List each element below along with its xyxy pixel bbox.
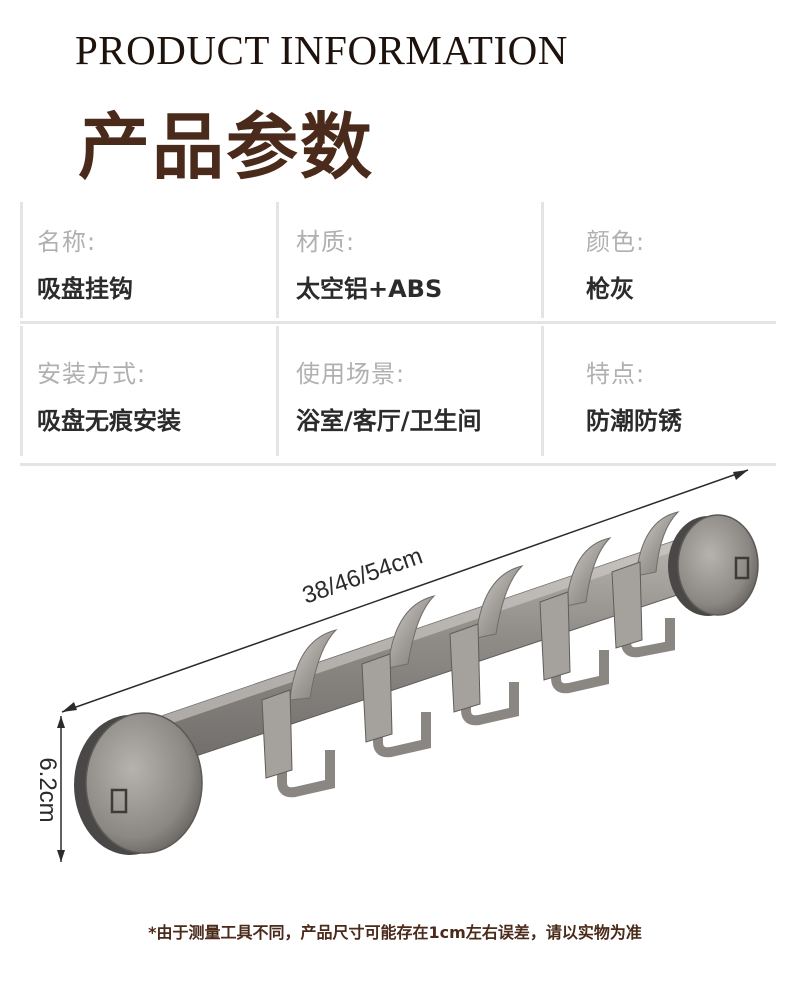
rail-highlight <box>150 532 702 730</box>
hook-4 <box>539 537 612 694</box>
title-en: PRODUCT INFORMATION <box>75 27 568 73</box>
spec-value: 防潮防锈 <box>586 407 682 435</box>
product-illustration: 38/46/54cm 6.2cm <box>34 469 759 862</box>
footnote: *由于测量工具不同，产品尺寸可能存在1cm左右误差，请以实物为准 <box>148 923 642 942</box>
spec-value: 枪灰 <box>586 275 634 303</box>
height-dimension: 6.2cm <box>34 716 65 862</box>
spec-cell-feature: 特点: 防潮防锈 <box>586 354 682 436</box>
spec-label: 名称: <box>37 228 97 256</box>
suction-cup-right <box>668 514 759 616</box>
hook-3 <box>449 565 524 726</box>
spec-cell-color: 颜色: 枪灰 <box>586 222 645 304</box>
release-tab-icon <box>110 788 128 814</box>
table-divider <box>541 326 544 456</box>
spec-label: 安装方式: <box>37 360 147 388</box>
spec-cell-scene: 使用场景: 浴室/客厅/卫生间 <box>296 354 482 436</box>
table-divider <box>20 321 776 324</box>
spec-value: 太空铝+ABS <box>296 275 443 303</box>
hook-1 <box>261 629 338 798</box>
table-divider <box>20 326 23 456</box>
hook-5 <box>611 511 680 658</box>
suction-cup-left <box>74 712 203 855</box>
length-label: 38/46/54cm <box>299 542 426 609</box>
arrowhead-icon <box>57 850 65 862</box>
spec-value: 吸盘无痕安装 <box>37 407 181 435</box>
hook-2 <box>361 595 436 758</box>
spec-value: 吸盘挂钩 <box>37 275 133 303</box>
arrowhead-icon <box>57 716 65 728</box>
table-divider <box>276 326 279 456</box>
spec-cell-install: 安装方式: 吸盘无痕安装 <box>37 354 181 436</box>
height-label: 6.2cm <box>34 757 61 822</box>
table-divider <box>276 202 279 318</box>
spec-label: 材质: <box>296 228 356 256</box>
spec-table: 名称: 吸盘挂钩 材质: 太空铝+ABS 颜色: 枪灰 安装方式: 吸盘无痕安装… <box>20 200 776 468</box>
spec-label: 颜色: <box>586 228 646 256</box>
spec-value: 浴室/客厅/卫生间 <box>296 407 482 435</box>
spec-label: 使用场景: <box>296 360 406 388</box>
table-divider <box>20 202 23 318</box>
title-cn: 产品参数 <box>78 105 375 189</box>
release-tab-icon <box>734 556 750 580</box>
table-divider <box>20 463 776 466</box>
arrowhead-icon <box>62 702 77 712</box>
arrowhead-icon <box>733 470 748 480</box>
length-arrow-line <box>61 469 749 713</box>
spec-cell-name: 名称: 吸盘挂钩 <box>37 222 133 304</box>
spec-cell-material: 材质: 太空铝+ABS <box>296 222 442 304</box>
table-divider <box>541 202 544 318</box>
spec-label: 特点: <box>586 360 646 388</box>
